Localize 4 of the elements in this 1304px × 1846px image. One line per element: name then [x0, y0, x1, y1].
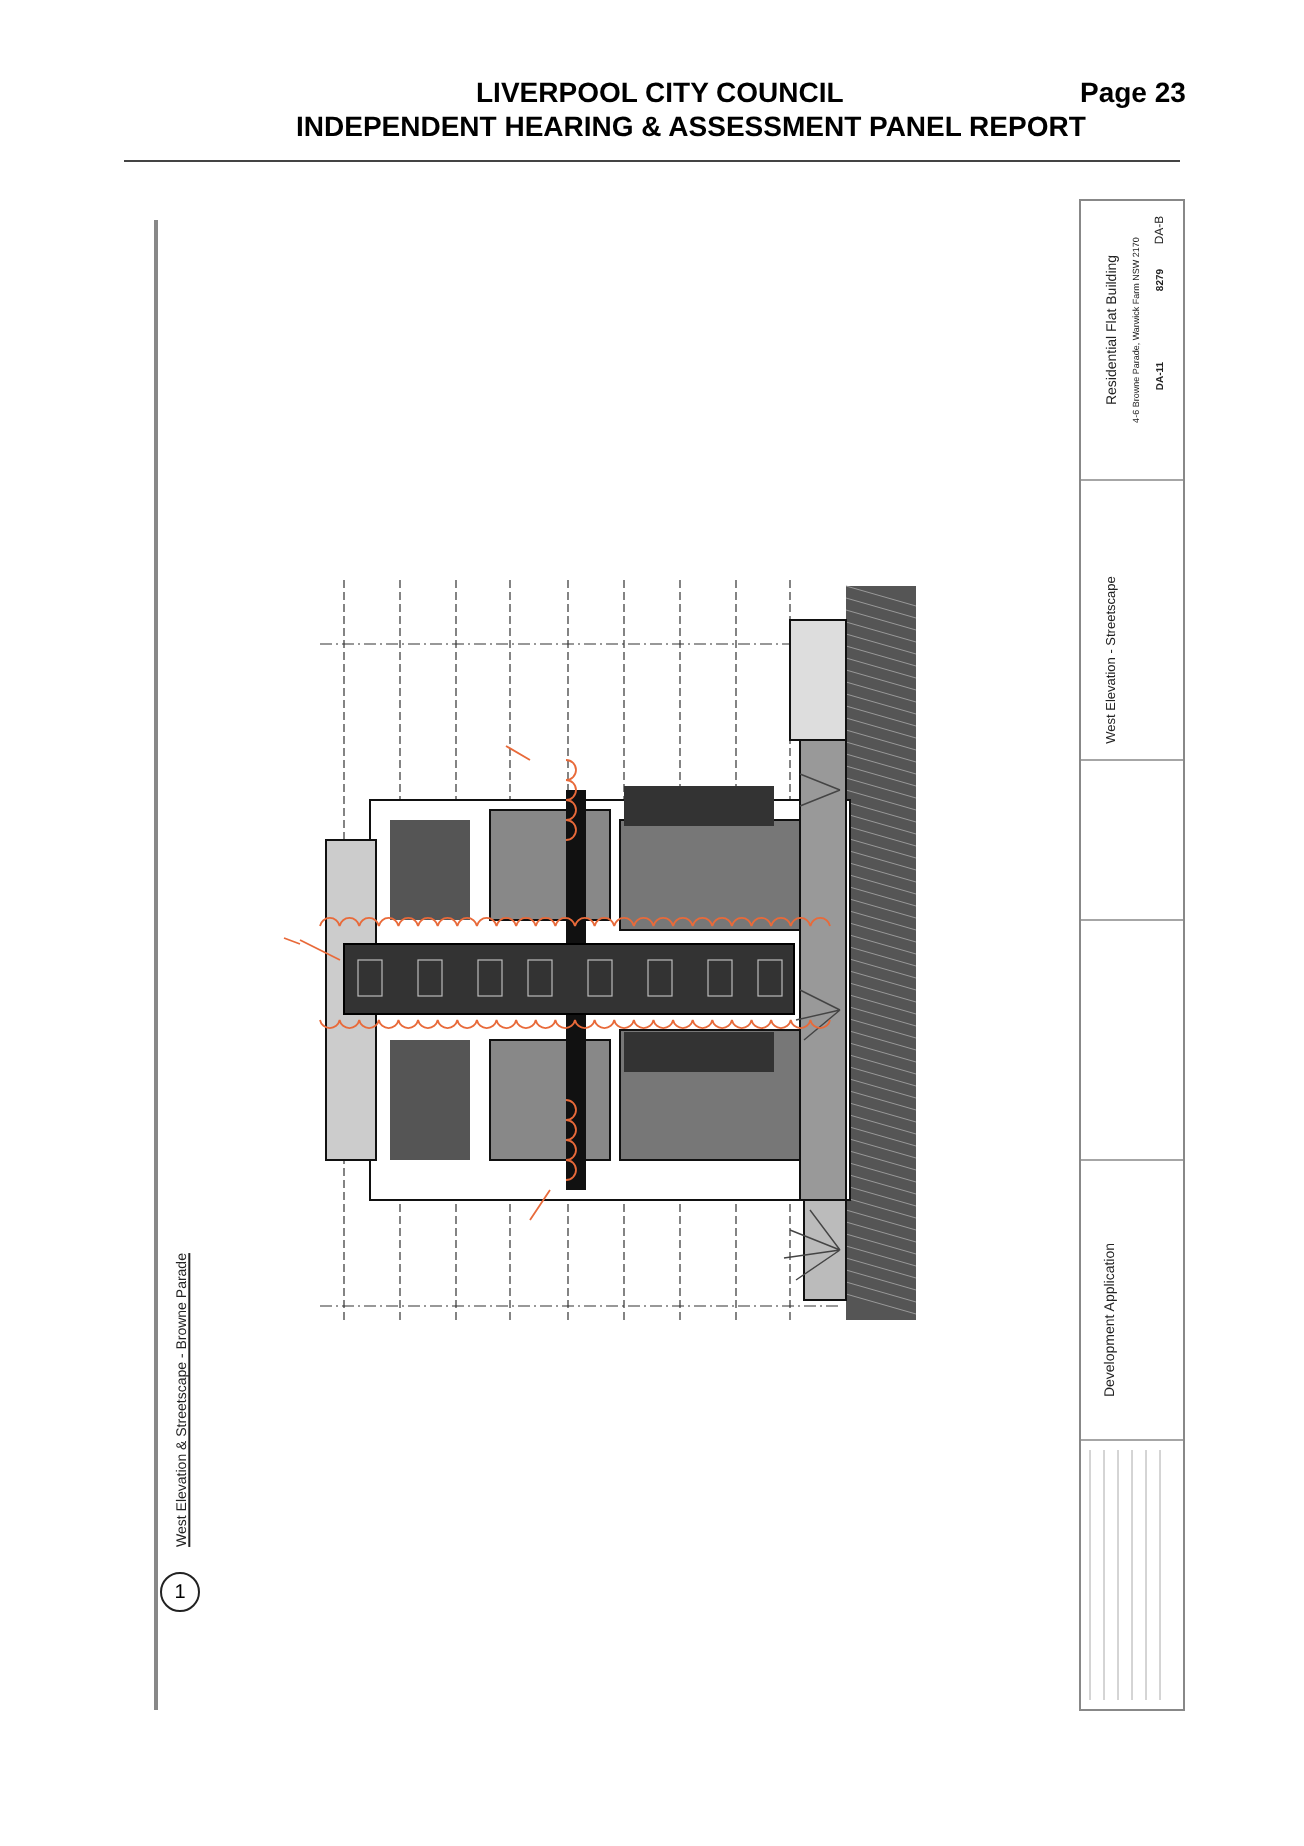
report-heading: INDEPENDENT HEARING & ASSESSMENT PANEL REPORT	[296, 110, 1086, 142]
report-heading: LIVERPOOL CITY COUNCIL	[476, 76, 844, 108]
page-number: Page 23	[1080, 76, 1186, 108]
view-number-circle: 1	[160, 1572, 200, 1612]
